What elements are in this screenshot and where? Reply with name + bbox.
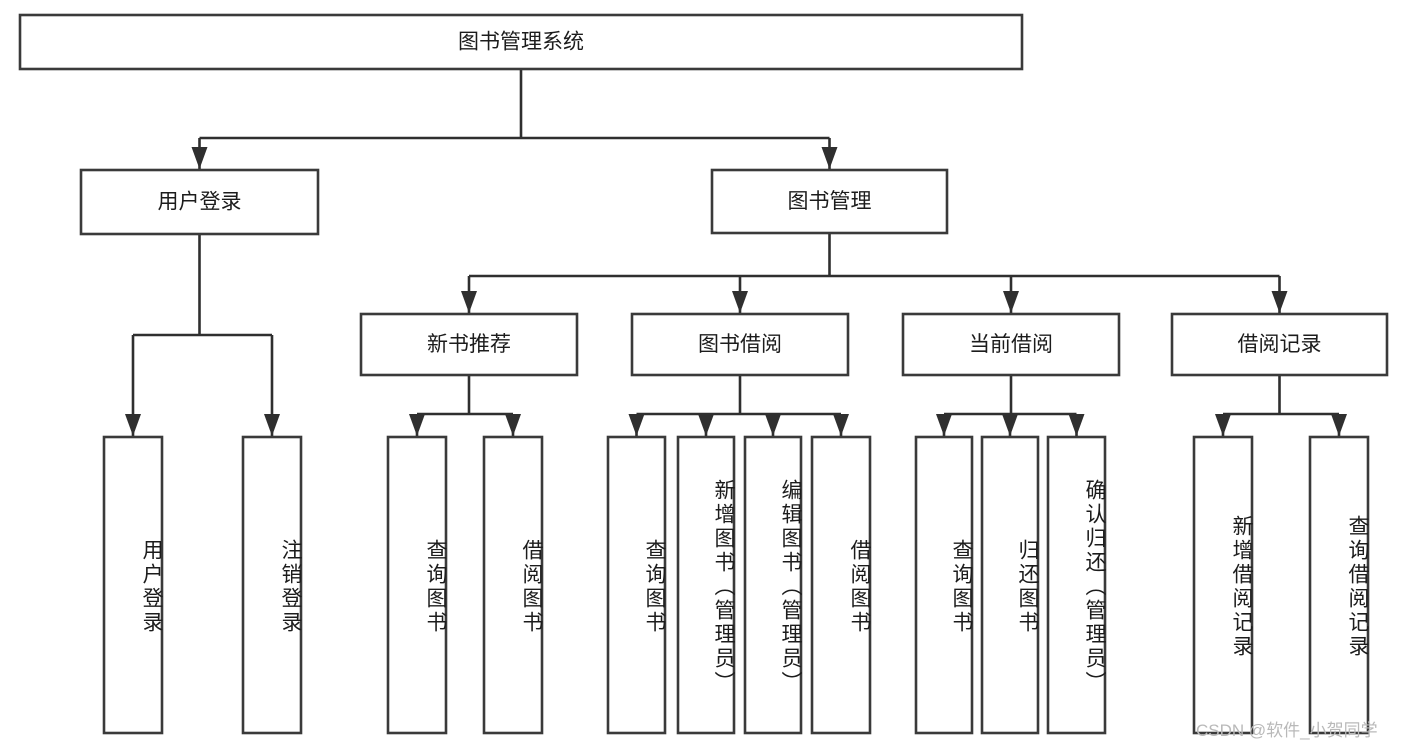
node-l3_new_borrow[interactable] bbox=[482, 435, 544, 735]
node-l2_new[interactable] bbox=[359, 312, 579, 377]
node-l3_c_return[interactable] bbox=[980, 435, 1040, 735]
node-l3_c_query[interactable] bbox=[914, 435, 974, 735]
arrow-head-icon bbox=[833, 414, 849, 436]
node-l3_b_edit[interactable] bbox=[743, 435, 803, 735]
arrow-head-icon bbox=[505, 414, 521, 436]
arrow-head-icon bbox=[628, 414, 645, 436]
node-l3_r_query[interactable] bbox=[1308, 435, 1370, 735]
arrow-head-icon bbox=[1068, 414, 1085, 436]
arrow-head-icon bbox=[821, 147, 838, 169]
node-l3_user_logout[interactable] bbox=[241, 435, 303, 735]
node-l2_current[interactable] bbox=[901, 312, 1121, 377]
node-label-l1_book: 图书管理 bbox=[788, 190, 872, 213]
arrow-head-icon bbox=[409, 414, 425, 436]
node-l3_b_borrow[interactable] bbox=[810, 435, 872, 735]
node-label-l2_record: 借阅记录 bbox=[1238, 333, 1322, 356]
arrow-head-icon bbox=[698, 414, 714, 436]
node-l3_new_query[interactable] bbox=[386, 435, 448, 735]
node-l3_c_confirm[interactable] bbox=[1046, 435, 1107, 735]
node-label-l2_borrow: 图书借阅 bbox=[698, 333, 782, 356]
arrow-head-icon bbox=[125, 414, 141, 436]
node-label-l1_user: 用户登录 bbox=[158, 191, 242, 214]
arrow-head-icon bbox=[765, 414, 781, 436]
arrow-head-icon bbox=[936, 414, 952, 436]
node-label-l2_current: 当前借阅 bbox=[969, 333, 1053, 356]
arrow-head-icon bbox=[1215, 414, 1231, 436]
arrow-head-icon bbox=[1002, 414, 1018, 436]
connector-layer bbox=[125, 69, 1347, 436]
node-l3_b_add[interactable] bbox=[676, 435, 736, 735]
arrow-head-icon bbox=[732, 291, 748, 313]
node-l2_record[interactable] bbox=[1170, 312, 1389, 377]
csdn-watermark: CSDN @软件_小贺同学 bbox=[1196, 721, 1378, 740]
node-label-l2_new: 新书推荐 bbox=[427, 333, 511, 356]
node-l1_user[interactable] bbox=[79, 168, 320, 236]
node-l2_borrow[interactable] bbox=[630, 312, 850, 377]
arrow-head-icon bbox=[264, 414, 280, 436]
arrow-head-icon bbox=[1003, 291, 1019, 313]
node-label-root: 图书管理系统 bbox=[458, 31, 584, 54]
arrow-head-icon bbox=[461, 291, 477, 313]
node-l1_book[interactable] bbox=[710, 168, 949, 235]
node-l3_r_add[interactable] bbox=[1192, 435, 1254, 735]
arrow-head-icon bbox=[1331, 414, 1347, 436]
arrow-head-icon bbox=[1271, 291, 1288, 313]
node-l3_b_query[interactable] bbox=[606, 435, 667, 735]
node-l3_user_login[interactable] bbox=[102, 435, 164, 735]
node-root[interactable] bbox=[18, 13, 1024, 71]
arrow-head-icon bbox=[191, 147, 208, 169]
